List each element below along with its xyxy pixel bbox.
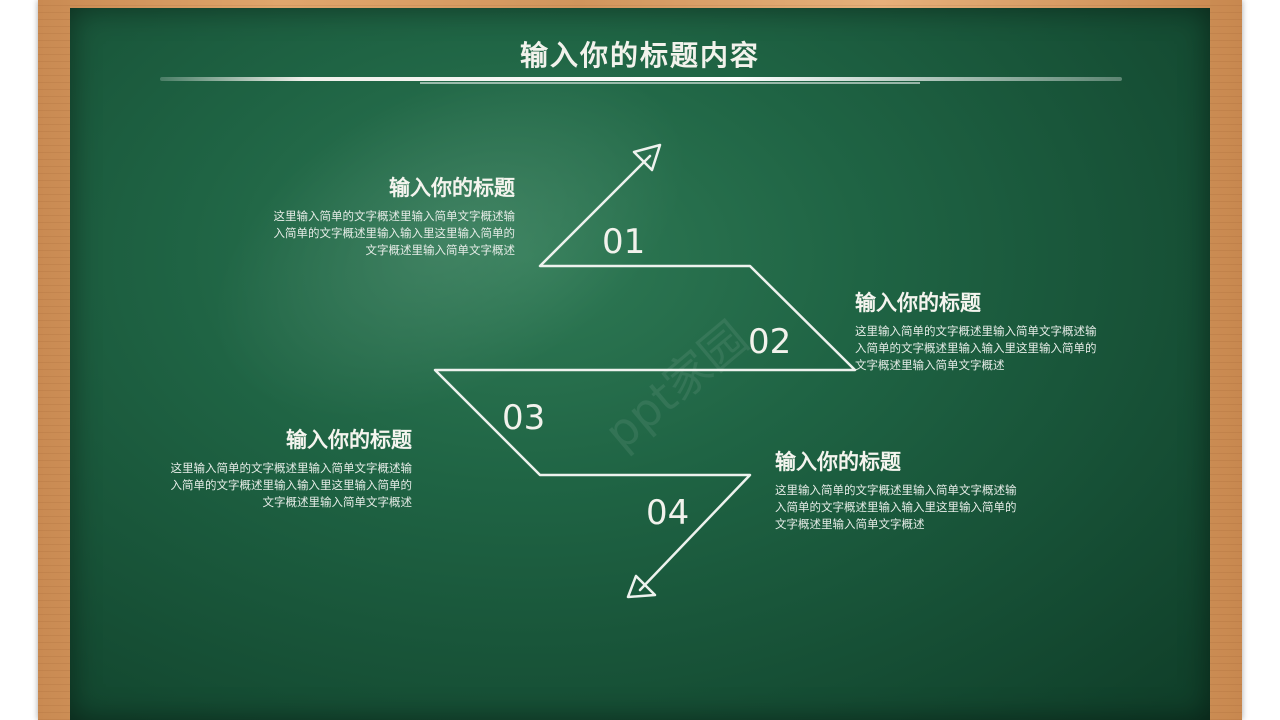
- step-body-line: 这里输入简单的文字概述里输入简单文字概述输: [775, 483, 1017, 497]
- chalkboard: [70, 8, 1210, 720]
- step-body-line: 这里输入简单的文字概述里输入简单文字概述输: [170, 461, 413, 475]
- title-underline: [160, 77, 1122, 81]
- step-card-03: 输入你的标题 这里输入简单的文字概述里输入简单文字概述输 入简单的文字概述里输入…: [96, 424, 413, 511]
- step-body-line: 这里输入简单的文字概述里输入简单文字概述输: [273, 209, 516, 223]
- step-body-line: 文字概述里输入简单文字概述: [262, 495, 413, 509]
- step-body-line: 文字概述里输入简单文字概述: [775, 517, 925, 531]
- step-number-03: 03: [502, 398, 546, 438]
- step-number-02: 02: [748, 322, 792, 362]
- step-heading: 输入你的标题: [389, 175, 515, 200]
- step-heading: 输入你的标题: [286, 427, 412, 452]
- step-heading: 输入你的标题: [775, 449, 901, 474]
- step-body-line: 入简单的文字概述里输入输入里这里输入简单的: [775, 500, 1017, 514]
- arrow-head-up-icon: [632, 143, 662, 172]
- step-body-line: 入简单的文字概述里输入输入里这里输入简单的: [273, 226, 516, 240]
- step-heading: 输入你的标题: [855, 290, 981, 315]
- title-underline-stroke: [420, 82, 920, 84]
- arrow-head-down-icon: [626, 574, 657, 599]
- step-body-line: 入简单的文字概述里输入输入里这里输入简单的: [170, 478, 413, 492]
- step-body-line: 入简单的文字概述里输入输入里这里输入简单的: [855, 341, 1097, 355]
- step-number-04: 04: [646, 493, 690, 533]
- step-card-02: 输入你的标题 这里输入简单的文字概述里输入简单文字概述输 入简单的文字概述里输入…: [855, 287, 1175, 374]
- step-card-01: 输入你的标题 这里输入简单的文字概述里输入简单文字概述输 入简单的文字概述里输入…: [200, 172, 516, 259]
- slide-title: 输入你的标题内容: [519, 39, 760, 72]
- step-body-line: 文字概述里输入简单文字概述: [365, 243, 516, 257]
- step-body-line: 文字概述里输入简单文字概述: [855, 358, 1005, 372]
- zigzag-path: [433, 154, 857, 592]
- step-card-04: 输入你的标题 这里输入简单的文字概述里输入简单文字概述输 入简单的文字概述里输入…: [775, 446, 1095, 533]
- step-body-line: 这里输入简单的文字概述里输入简单文字概述输: [855, 324, 1097, 338]
- step-number-01: 01: [602, 222, 646, 262]
